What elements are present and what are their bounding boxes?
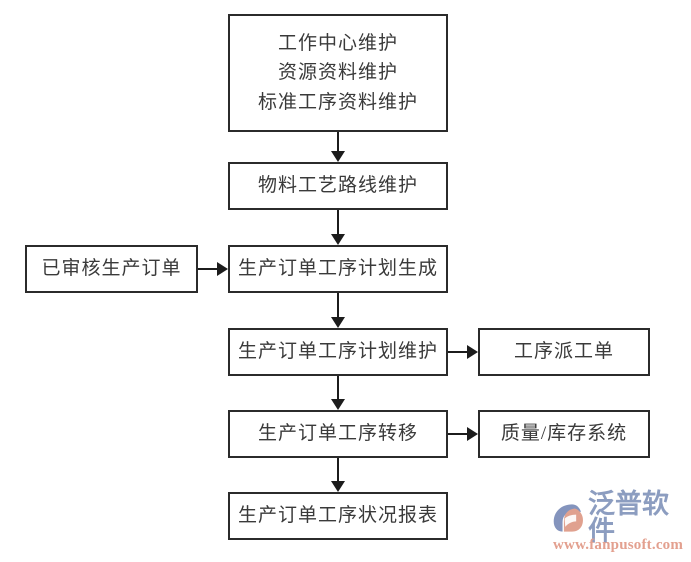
node-basic-data-maintenance[interactable]: 工作中心维护资源资料维护标准工序资料维护 (228, 14, 448, 132)
node-label: 生产订单工序计划生成 (237, 258, 438, 280)
arrow-generate-to-maintain-icon (228, 293, 448, 328)
connector-line (337, 132, 339, 152)
connector-line (337, 210, 339, 235)
node-label: 资源资料维护 (277, 62, 398, 84)
arrow-head-icon (331, 234, 345, 245)
node-label: 工序派工单 (513, 341, 614, 363)
arrow-head-icon (331, 399, 345, 410)
watermark-logo: 泛普软件 www.fanpusoft.com (551, 491, 691, 558)
node-quality-inventory-system[interactable]: 质量/库存系统 (478, 410, 650, 458)
node-label: 质量/库存系统 (500, 423, 628, 445)
arrow-routing-to-generate-icon (228, 210, 448, 245)
watermark-brand-name: 泛普软件 (588, 489, 669, 547)
connector-line (448, 433, 468, 435)
node-operation-dispatch-order[interactable]: 工序派工单 (478, 328, 650, 376)
arrow-head-icon (331, 317, 345, 328)
node-label: 已审核生产订单 (41, 258, 182, 280)
node-operation-plan-generate[interactable]: 生产订单工序计划生成 (228, 245, 448, 293)
connector-line (337, 293, 339, 318)
node-operation-plan-maintenance[interactable]: 生产订单工序计划维护 (228, 328, 448, 376)
node-operation-transfer[interactable]: 生产订单工序转移 (228, 410, 448, 458)
arrow-head-icon (331, 481, 345, 492)
watermark-logo-row: 泛普软件 (551, 491, 691, 545)
arrow-basic-to-routing-icon (228, 132, 448, 162)
arrow-head-icon (467, 345, 478, 359)
arrow-head-icon (331, 151, 345, 162)
arrow-order-to-generate-icon (198, 245, 228, 293)
node-material-routing-maintenance[interactable]: 物料工艺路线维护 (228, 162, 448, 210)
node-operation-status-report[interactable]: 生产订单工序状况报表 (228, 492, 448, 540)
fanpu-brand-mark-icon (553, 504, 583, 532)
node-label: 标准工序资料维护 (257, 91, 418, 113)
node-label: 生产订单工序转移 (257, 423, 418, 445)
arrow-head-icon (217, 262, 228, 276)
watermark-url: www.fanpusoft.com (553, 537, 684, 553)
node-label: 工作中心维护 (277, 32, 398, 54)
connector-line (337, 458, 339, 482)
arrow-maintain-to-dispatch-icon (448, 328, 478, 376)
connector-line (337, 376, 339, 400)
arrow-transfer-to-report-icon (228, 458, 448, 492)
arrow-transfer-to-quality-icon (448, 410, 478, 458)
arrow-head-icon (467, 427, 478, 441)
node-label: 生产订单工序计划维护 (237, 341, 438, 363)
connector-line (198, 268, 218, 270)
arrow-maintain-to-transfer-icon (228, 376, 448, 410)
connector-line (448, 351, 468, 353)
node-label: 物料工艺路线维护 (257, 175, 418, 197)
node-approved-production-order[interactable]: 已审核生产订单 (25, 245, 198, 293)
node-label: 生产订单工序状况报表 (237, 505, 438, 527)
